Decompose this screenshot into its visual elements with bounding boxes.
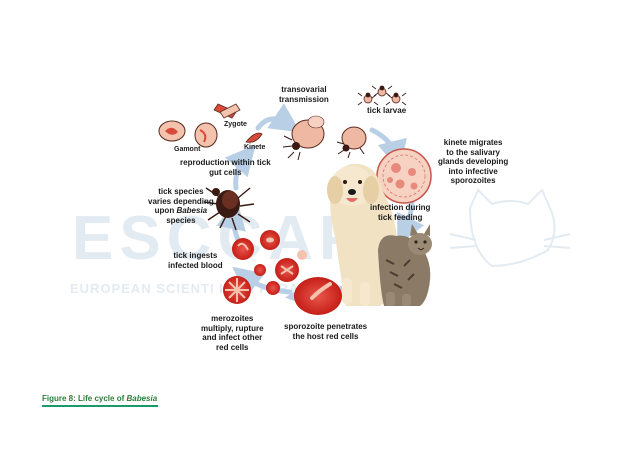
arrow-to-merozoites — [232, 266, 293, 298]
label-gamont: Gamont — [174, 146, 201, 153]
kinete-icon — [245, 132, 263, 143]
watermark-cat-icon — [449, 188, 571, 268]
label-infection-feeding: infection during tick feeding — [370, 203, 431, 222]
arrow-to-tick-species — [216, 199, 246, 243]
arrow-to-transovarial — [255, 103, 301, 133]
figure-caption: Figure 8: Life cycle of Babesia — [42, 394, 158, 403]
watermark-brand: ESCCAP — [72, 204, 367, 273]
tick-vector-icon — [203, 187, 255, 231]
label-reproduction: reproduction within tick gut cells — [180, 158, 271, 177]
label-merozoites: merozoites multiply, rupture and infect … — [201, 314, 264, 352]
label-tick-ingests: tick ingests infected blood — [168, 251, 223, 270]
label-sporozoite: sporozoite penetrates the host red cells — [284, 322, 368, 341]
label-zygote: Zygote — [224, 121, 247, 128]
sporozoite-host-cell-icon — [294, 277, 342, 315]
label-tick-larvae: tick larvae — [367, 106, 407, 115]
label-transovarial: transovarial transmission — [279, 85, 329, 104]
tick-larvae-icon — [357, 85, 407, 106]
engorged-tick-icon — [282, 115, 367, 161]
arrow-to-reproduction — [224, 144, 256, 191]
label-kinete: Kinete — [244, 144, 266, 151]
caption-underline — [42, 405, 158, 407]
salivary-gland-icon — [376, 148, 432, 204]
cat-illustration — [378, 224, 432, 306]
gamont-icon — [158, 120, 218, 148]
infected-red-cells — [223, 230, 307, 304]
zygote-icon — [213, 103, 241, 119]
label-kinete-migrates: kinete migrates to the salivary glands d… — [438, 138, 509, 186]
label-tick-species: tick species varies depending upon Babes… — [148, 187, 214, 225]
